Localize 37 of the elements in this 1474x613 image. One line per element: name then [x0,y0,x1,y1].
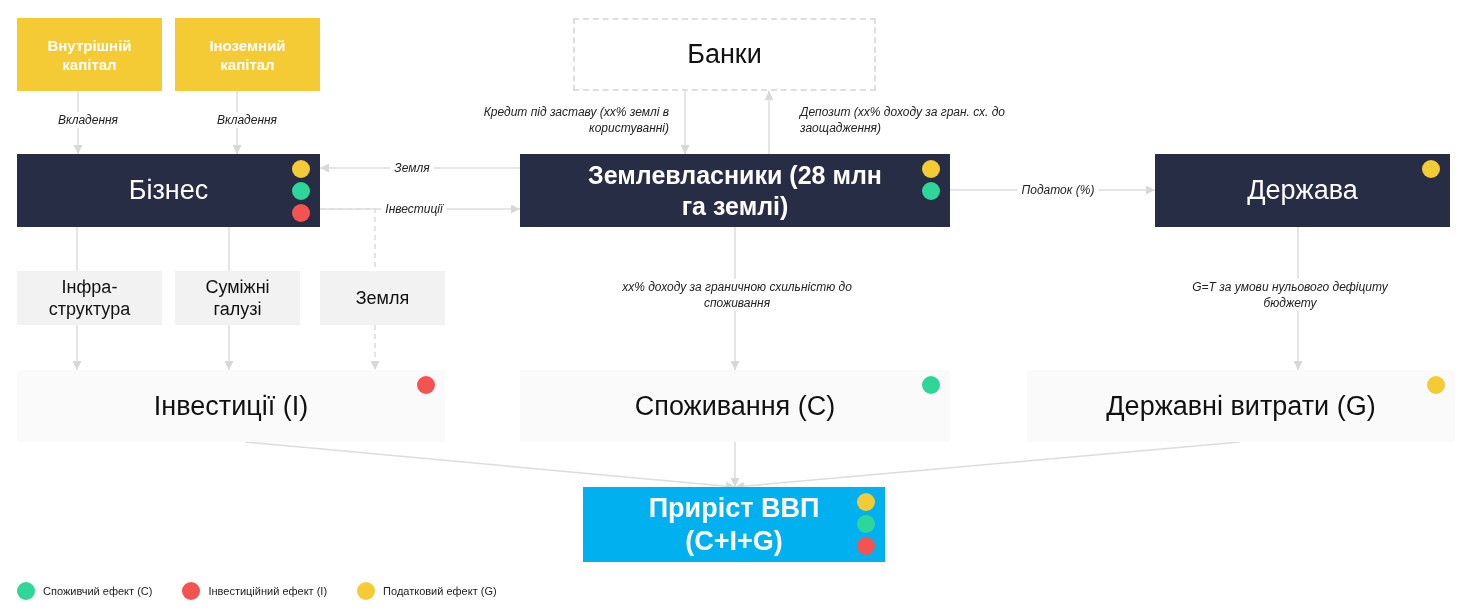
arrow [72,324,82,371]
node-title: Суміжні галузі [204,276,271,320]
arrow [224,324,234,371]
node-title: Держава [1247,175,1358,206]
node-title: Державні витрати (G) [1106,390,1376,422]
process-box [175,18,320,91]
node-title: Бізнес [128,175,209,206]
arrow [764,90,774,155]
process-box [583,487,885,562]
legend-label: Податковий ефект (G) [383,585,497,597]
node-title: Внутрішній капітал [46,35,133,74]
node-title: Інфра-структура [47,276,132,320]
dashed-box [573,18,876,91]
arrow [730,441,740,488]
node-title: Іноземний капітал [208,35,287,74]
process-box [175,271,300,325]
node-title: Земля [355,287,410,309]
node-title: Споживання (C) [634,390,836,422]
node-title: Інвестиції (I) [153,390,309,422]
edge-label: Податок (%) [1017,182,1099,198]
legend-label: Інвестиційний ефект (I) [208,585,328,597]
edge-label: Інвестиції [381,201,447,217]
dashed-arrow [370,324,380,371]
node-title: Приріст ВВП (C+I+G) [647,491,821,558]
process-box [520,370,950,442]
process-box [1155,154,1450,227]
process-box [320,271,445,325]
process-box [17,271,162,325]
process-box [17,18,162,91]
process-box [17,370,445,442]
arrow [680,90,690,155]
process-box [520,154,950,227]
process-box [1027,370,1455,442]
legend-label: Споживчий ефект (C) [43,585,153,597]
node-title: Землевласники (28 млн га землі) [587,159,883,222]
node-title: Банки [687,39,762,70]
process-box [17,154,320,227]
